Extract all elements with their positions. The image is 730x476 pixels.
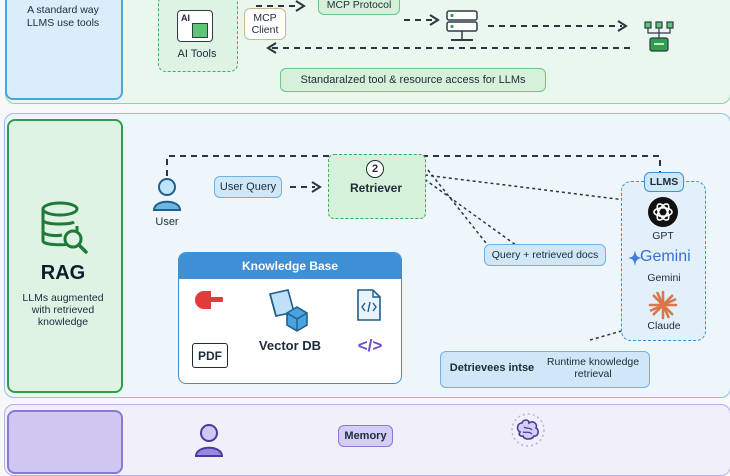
rag-subtitle: LLMs augmented with retrieved knowledge xyxy=(22,292,104,328)
gemini-star-icon xyxy=(628,250,642,266)
retriever-label: Retriever xyxy=(349,181,403,195)
mcp-sidebar-text: A standard way LLMS use tools xyxy=(26,4,100,29)
ai-icon-text: AI xyxy=(181,13,190,23)
brain-icon xyxy=(510,412,546,448)
rag-sidebar xyxy=(7,119,123,393)
ai-tools-label: AI Tools xyxy=(177,48,217,60)
user-icon xyxy=(151,176,183,212)
knowledge-base-header: Knowledge Base xyxy=(179,253,401,279)
tool-network-icon xyxy=(643,20,675,54)
vector-db-icon xyxy=(266,288,312,332)
query-retrieved-docs-pill: Query + retrieved docs xyxy=(484,244,606,266)
gemini-logo-text: Gemini xyxy=(640,248,691,265)
claude-logo-icon xyxy=(648,290,678,320)
memory-user-icon xyxy=(193,422,225,458)
runtime-retrieval-bar xyxy=(440,351,650,388)
memory-pill: Memory xyxy=(338,425,393,447)
detrieve-label: Detrievees intse xyxy=(449,362,535,374)
code-symbol: </> xyxy=(357,336,383,355)
retriever-number-badge: 2 xyxy=(366,160,384,178)
pdf-icon: PDF xyxy=(192,343,228,368)
mcp-sidebar xyxy=(5,0,123,100)
llms-pill: LLMS xyxy=(644,172,684,192)
user-label: User xyxy=(155,216,179,228)
database-search-icon xyxy=(40,200,90,256)
mcp-protocol-pill: MCP Protocol xyxy=(318,0,400,15)
ai-tools-icon: AI xyxy=(177,10,213,42)
gpt-logo-icon xyxy=(647,196,679,228)
gpt-label: GPT xyxy=(652,230,674,242)
user-query-pill: User Query xyxy=(214,176,282,198)
gemini-label: Gemini xyxy=(647,272,681,284)
standardized-access-pill: Standaralzed tool & resource access for … xyxy=(280,68,546,92)
cube-icon xyxy=(192,23,208,38)
memory-sidebar xyxy=(7,410,123,474)
claude-label: Claude xyxy=(647,320,681,332)
mcp-client-box: MCP Client xyxy=(244,8,286,40)
rag-title: RAG xyxy=(40,262,86,284)
plug-icon xyxy=(195,288,225,314)
server-icon xyxy=(445,10,479,46)
vector-db-label: Vector DB xyxy=(258,338,322,353)
runtime-knowledge-label: Runtime knowledge retrieval xyxy=(546,356,640,380)
code-file-icon xyxy=(355,288,383,322)
